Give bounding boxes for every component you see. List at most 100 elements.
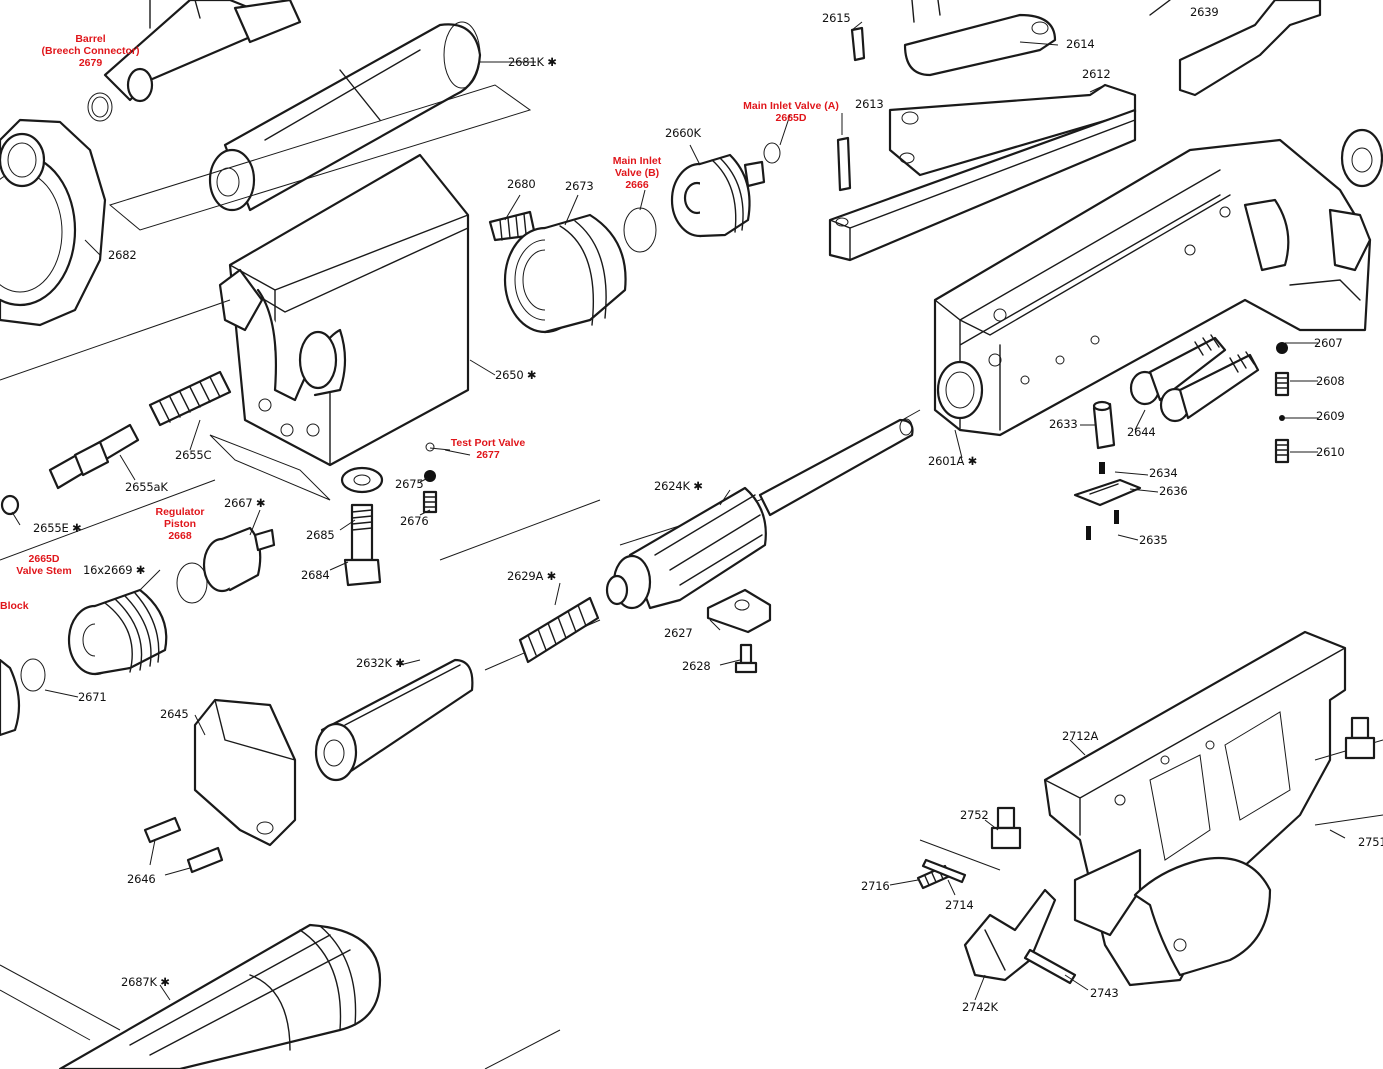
label-2660k: 2660K: [665, 126, 701, 140]
part-upper-rail: [828, 108, 1137, 262]
label-2635: 2635: [1139, 533, 1168, 547]
label-2615: 2615: [822, 11, 851, 25]
oring-2679: [87, 92, 113, 122]
screw-2610: [1274, 438, 1290, 464]
part-2681k-tube: [208, 21, 482, 212]
label-2634: 2634: [1149, 466, 1178, 480]
annotation-valve-stem: 2665D Valve Stem: [16, 553, 72, 577]
pin-2613: [836, 136, 852, 192]
label-2655ak: 2655aK: [125, 480, 168, 494]
label-2743: 2743: [1090, 986, 1119, 1000]
label-2650: 2650 ✱: [495, 368, 537, 382]
label-2644: 2644: [1127, 425, 1156, 439]
oring-2677: [425, 442, 435, 452]
part-2655ak-rod: [48, 423, 140, 490]
annotation-regulator-piston: Regulator Piston 2668: [155, 506, 205, 542]
part-2612-rail: [888, 83, 1137, 177]
part-2644-screws: [1129, 334, 1260, 423]
label-2607: 2607: [1314, 336, 1343, 350]
label-2627: 2627: [664, 626, 693, 640]
label-2601a: 2601A ✱: [928, 454, 978, 468]
oring-2671: [20, 658, 46, 692]
part-2667-regulator-piston: [202, 526, 276, 593]
part-2627-plate: [706, 588, 772, 634]
label-2636: 2636: [1159, 484, 1188, 498]
guide-box-2650: [209, 434, 331, 501]
oring-2679-inner: [91, 96, 109, 118]
part-2742k-trigger: [963, 888, 1057, 982]
oring-2666: [623, 207, 657, 253]
part-left-coil-bottom: [0, 658, 21, 737]
part-2655e: [0, 494, 20, 516]
ball-2607: [1276, 342, 1288, 354]
label-2632k: 2632K ✱: [356, 656, 405, 670]
part-2712a-housing: [1043, 630, 1347, 987]
label-2608: 2608: [1316, 374, 1345, 388]
part-2743-pin: [1023, 948, 1077, 985]
label-2646: 2646: [127, 872, 156, 886]
part-2682-ring: [0, 118, 107, 327]
part-2639-lever: [1149, 0, 1322, 97]
annotation-test-port-valve: Test Port Valve 2677: [450, 437, 526, 461]
part-2629a-spring: [518, 596, 600, 664]
part-right-clamp: [1328, 208, 1372, 272]
part-2635-screw-b: [1114, 510, 1119, 524]
part-2633-stud: [1092, 400, 1116, 450]
label-2752: 2752: [960, 808, 989, 822]
label-2712a: 2712A: [1062, 729, 1099, 743]
ball-2609: [1279, 415, 1285, 421]
annotation-barrel: Barrel (Breech Connector) 2679: [41, 33, 140, 69]
ball-2675: [424, 470, 436, 482]
part-2684-bolt: [343, 503, 382, 587]
label-2655c: 2655C: [175, 448, 212, 462]
part-2624k-bolt: [605, 418, 914, 610]
label-2684: 2684: [301, 568, 330, 582]
part-2646-screws: [143, 816, 224, 874]
label-2614: 2614: [1066, 37, 1095, 51]
part-2614-bar: [903, 0, 1057, 77]
annotation-main-inlet-valve-b: Main Inlet Valve (B) 2666: [612, 155, 662, 191]
label-2612: 2612: [1082, 67, 1111, 81]
label-2610: 2610: [1316, 445, 1345, 459]
label-2671: 2671: [78, 690, 107, 704]
label-2628: 2628: [682, 659, 711, 673]
label-2613: 2613: [855, 97, 884, 111]
part-2685-washer: [340, 466, 384, 494]
oring-2668: [176, 562, 208, 604]
label-2680: 2680: [507, 177, 536, 191]
annotation-main-inlet-valve-a: Main Inlet Valve (A) 2665D: [743, 100, 839, 124]
part-2601a-receiver: [933, 138, 1372, 437]
label-2639: 2639: [1190, 5, 1219, 19]
part-2636-latch: [1073, 478, 1142, 507]
part-2660k-valve: [670, 153, 766, 238]
guide-line-bottom: [484, 1029, 561, 1069]
barrel-tube: [103, 0, 302, 103]
part-2687k-tube: [0, 923, 382, 1069]
label-2624k: 2624K ✱: [654, 479, 703, 493]
label-2751: 2751: [1358, 835, 1383, 849]
label-2687k: 2687K ✱: [121, 975, 170, 989]
part-2751-screw: [1344, 716, 1376, 760]
label-2714: 2714: [945, 898, 974, 912]
label-2629a: 2629A ✱: [507, 569, 557, 583]
label-2667: 2667 ✱: [224, 496, 266, 510]
label-2716: 2716: [861, 879, 890, 893]
part-2634-pin: [1099, 462, 1105, 474]
part-2752-screw: [990, 806, 1022, 850]
annotation-block: Block: [0, 600, 29, 612]
label-2681k: 2681K ✱: [508, 55, 557, 69]
spring-2608: [1274, 371, 1290, 397]
label-2673: 2673: [565, 179, 594, 193]
part-right-bushing: [1340, 128, 1383, 188]
part-2645-block: [193, 698, 297, 847]
pin-2615: [850, 26, 866, 62]
label-2609: 2609: [1316, 409, 1345, 423]
label-2676: 2676: [400, 514, 429, 528]
part-2650-block: [218, 153, 470, 467]
part-2632k-tube: [314, 658, 474, 782]
label-2645: 2645: [160, 707, 189, 721]
part-2680-setscrew: [488, 210, 537, 242]
spring-2676: [422, 490, 438, 514]
label-2655e: 2655E ✱: [33, 521, 82, 535]
